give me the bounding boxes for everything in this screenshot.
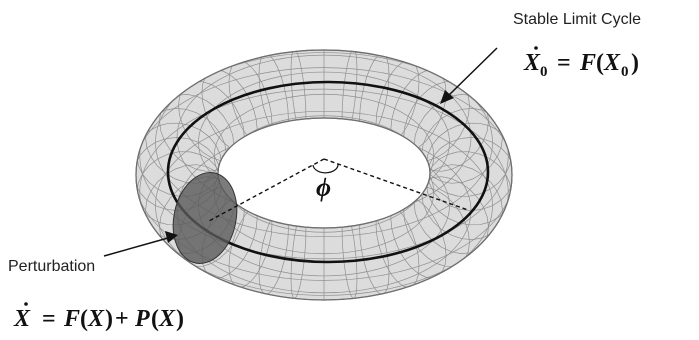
eq1-arg-sub: 0 [621,64,629,80]
stable-limit-cycle-arrowhead [440,90,454,104]
stable-limit-cycle-annotation: Stable Limit Cycle [440,11,641,104]
angle-arc [312,163,339,174]
limit-cycle-orbit [166,80,490,264]
torus-mesh-meridian [341,48,358,137]
perturbation-region [172,172,238,264]
eq1-arg-var: X [603,50,621,76]
eq2-p-arg: X [158,306,176,332]
eq2-equals: = [42,306,56,332]
radius-line-perturbation [208,158,325,222]
eq2-dot [24,302,28,306]
torus-mesh-meridian [159,94,235,172]
torus-mesh-meridian [375,60,420,146]
eq2-f: F [63,306,80,332]
eq2-plus: + [115,306,129,332]
torus-mesh-meridian [390,195,447,279]
eq2-lparen1: ( [80,306,88,332]
torus-mesh-meridian [359,53,390,140]
eq1-equals: = [557,50,571,76]
torus-mesh-meridian [375,202,420,288]
eq1-lparen: ( [596,50,604,76]
torus-mesh-meridian [426,122,512,197]
radius-line-reference [323,158,469,211]
torus-mesh-meridian [258,53,289,140]
torus-mesh-meridian [421,108,503,184]
eq1-rparen: ) [631,50,639,76]
torus-mesh-meridian [413,176,489,254]
stable-limit-cycle-arrow [447,47,498,97]
eq1-lhs-var: X [523,50,541,76]
torus-mesh [133,47,515,301]
torus-mesh-meridian [145,108,227,184]
perturbation-annotation: Perturbation [8,231,178,275]
torus-mesh-meridian [201,69,258,153]
torus-outer-edge [135,49,513,301]
perturbation-arrowhead [165,231,178,243]
eq2-f-arg: X [87,306,105,332]
eq1-func: F [579,50,596,76]
phase-angle: ϕ [208,158,469,222]
torus-mesh-meridian [228,60,273,146]
torus-mesh-meridian [413,94,489,172]
eq2-rparen2: ) [176,306,184,332]
perturbation-label: Perturbation [8,258,95,275]
eq2-lparen2: ( [151,306,159,332]
torus-inner-edge [217,117,431,229]
eq2-p: P [134,306,150,332]
perturbed-equation: X = F ( X ) + P ( X ) [13,302,184,332]
eq2-lhs-var: X [13,306,31,332]
stable-limit-cycle-label: Stable Limit Cycle [513,11,641,28]
torus-mesh-meridian [290,48,307,137]
eq1-lhs-sub: 0 [540,64,548,80]
torus-mesh-meridian [390,69,447,153]
torus-mesh-meridian [136,122,222,197]
torus-mesh-meridian [426,151,512,226]
eq2-rparen1: ) [105,306,113,332]
eq1-dot [534,46,538,50]
angle-phi-label: ϕ [316,173,331,202]
limit-cycle-equation: X 0 = F ( X 0 ) [523,46,639,80]
perturbation-arrow [103,237,169,257]
